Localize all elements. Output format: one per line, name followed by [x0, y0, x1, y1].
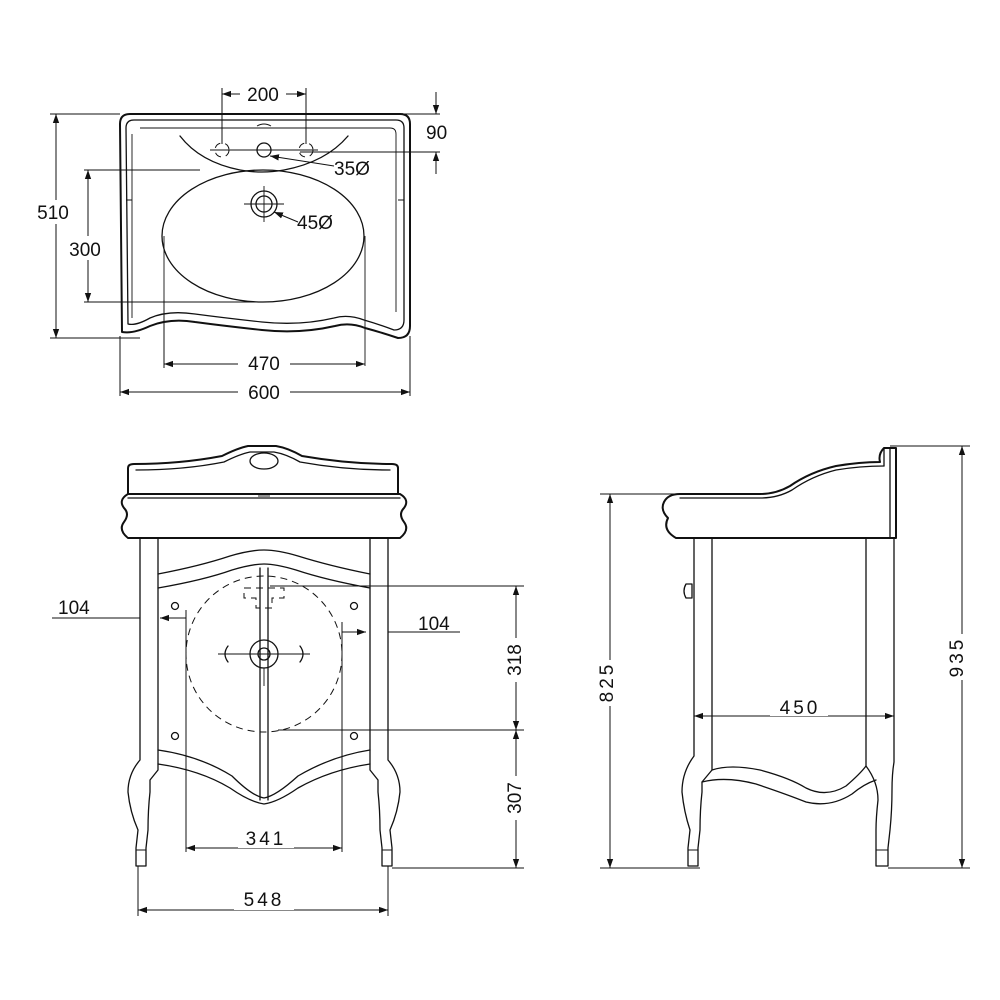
- basin-bowl: [161, 169, 365, 303]
- dim-bowl-width: 470: [248, 354, 280, 375]
- dim-tap-spacing: 200: [247, 85, 279, 106]
- cabinet-bottom-curve: [157, 749, 371, 799]
- dim-bowl-depth: 300: [69, 240, 101, 261]
- dim-inner-width: 341: [246, 829, 287, 850]
- dim-outer-width: 600: [248, 383, 280, 404]
- basin-outer-rim: [119, 113, 411, 339]
- cabinet-top-curve: [157, 549, 371, 575]
- basin-front-body: [120, 493, 408, 539]
- dim-depth: 510: [37, 203, 69, 224]
- side-leg-front: [681, 537, 713, 867]
- side-leg-back: [865, 537, 895, 867]
- top-view: 200 90 35Ø 45Ø 510 300 470 600: [30, 82, 447, 404]
- front-view: 104 104 318 307 341 548: [52, 445, 536, 916]
- basin-backsplash: [127, 445, 399, 494]
- dim-basin-height: 825: [597, 662, 618, 703]
- dim-lower-height: 307: [505, 782, 526, 814]
- basin-ledge: [131, 127, 397, 318]
- overflow-notch: [256, 123, 272, 127]
- door-knob: [683, 583, 693, 599]
- dim-side-depth: 450: [780, 698, 821, 719]
- basin-inner-rim: [125, 119, 405, 331]
- dim-side-right: 104: [418, 614, 450, 635]
- dim-front-width: 548: [244, 890, 285, 911]
- basin-side-profile: [661, 447, 897, 539]
- dim-tap-offset: 90: [426, 123, 447, 144]
- dim-upper-height: 318: [505, 644, 526, 676]
- leg-right: [369, 537, 401, 867]
- overflow-hole: [249, 452, 279, 470]
- side-rail: [711, 765, 867, 794]
- leg-left: [127, 537, 159, 867]
- dim-drain-hole: 45Ø: [297, 213, 333, 234]
- dim-side-left: 104: [58, 598, 90, 619]
- side-view: 825 935 450: [590, 445, 982, 869]
- tap-ledge: [179, 135, 349, 173]
- dim-total-height: 935: [947, 637, 968, 678]
- dim-tap-hole: 35Ø: [334, 159, 370, 180]
